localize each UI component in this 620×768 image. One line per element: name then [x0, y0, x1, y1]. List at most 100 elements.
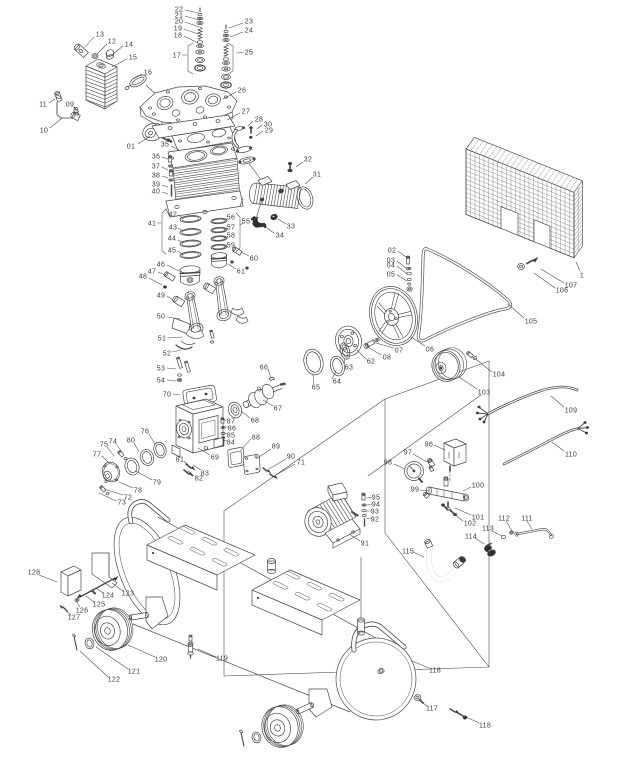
leader-line-09 [73, 106, 80, 113]
part-label-91: 91 [361, 541, 369, 548]
valve-plate [151, 114, 236, 139]
part-label-106: 106 [556, 288, 569, 295]
part-label-41: 41 [148, 221, 156, 228]
part-label-03: 03 [387, 258, 395, 265]
leader-line-29 [255, 130, 264, 137]
leader-line-14 [111, 45, 124, 56]
part-label-92: 92 [371, 517, 379, 524]
part-label-64: 64 [333, 379, 341, 386]
leader-line-45 [177, 250, 184, 256]
part-label-115: 115 [402, 549, 414, 556]
outlet-pipe [501, 528, 554, 540]
cable-109 [475, 385, 579, 424]
part-label-105: 105 [525, 319, 538, 326]
part-label-88: 88 [252, 435, 260, 442]
leader-line-73 [98, 492, 117, 502]
part-label-18: 18 [174, 33, 182, 40]
leader-line-97 [412, 453, 428, 463]
tank [113, 499, 417, 721]
tank-screws [449, 708, 468, 720]
part-label-127: 127 [68, 615, 81, 622]
valve-stack-left [194, 7, 206, 72]
part-label-27: 27 [242, 109, 250, 116]
leader-line-27 [226, 112, 241, 121]
part-label-1: 1 [580, 273, 584, 280]
leader-line-112 [505, 520, 513, 532]
leader-line-1 [575, 261, 581, 272]
part-label-121: 121 [128, 669, 141, 676]
part-label-29: 29 [265, 128, 273, 135]
leader-line-67 [262, 399, 274, 407]
part-label-123: 123 [122, 591, 135, 598]
leader-line-115 [412, 551, 425, 558]
part-label-23: 23 [245, 19, 253, 26]
part-label-73: 73 [118, 500, 126, 507]
part-label-66: 66 [260, 365, 268, 372]
part-label-37: 37 [152, 164, 160, 171]
leader-line-91 [348, 533, 361, 542]
leader-line-34 [263, 225, 275, 234]
leader-line-125 [85, 595, 95, 603]
part-label-118: 118 [479, 723, 491, 730]
part-label-117: 117 [426, 706, 438, 713]
part-label-110: 110 [565, 452, 577, 459]
leader-line-119 [197, 648, 217, 658]
wheel-front [239, 704, 304, 748]
part-label-13: 13 [96, 32, 104, 39]
part-label-15: 15 [129, 55, 137, 62]
part-label-16: 16 [144, 70, 152, 77]
part-label-93: 93 [371, 509, 379, 516]
leader-line-71 [275, 463, 296, 476]
leader-line-25 [236, 51, 245, 54]
part-label-113: 113 [482, 526, 494, 533]
part-label-50: 50 [157, 314, 165, 321]
leader-line-60 [240, 251, 250, 257]
leader-line-114 [474, 537, 485, 545]
cooler-elbow [251, 213, 278, 229]
part-label-86: 86 [228, 426, 236, 433]
belt [416, 247, 512, 343]
part-label-39: 39 [152, 182, 160, 189]
part-label-75: 75 [100, 442, 108, 449]
leader-line-82 [187, 470, 195, 477]
part-label-99: 99 [411, 487, 419, 494]
crankcase [171, 398, 225, 458]
leader-line-33 [277, 218, 287, 225]
leader-line-41 [161, 208, 167, 255]
leader-line-53 [166, 367, 177, 370]
leader-line-118 [463, 715, 480, 724]
leader-line-70 [172, 393, 181, 396]
unloader-tube [231, 125, 263, 182]
reducer-fitting [427, 458, 436, 473]
leader-line-37 [161, 166, 169, 171]
part-label-09: 09 [66, 102, 74, 109]
part-label-57: 57 [227, 225, 235, 232]
leader-line-07 [375, 342, 395, 349]
leader-line-32 [295, 161, 304, 168]
leader-line-106 [533, 272, 556, 289]
leader-line-85 [223, 432, 228, 435]
leader-line-79 [135, 470, 153, 481]
leader-line-77 [101, 455, 111, 465]
part-label-47: 47 [148, 269, 156, 276]
leader-line-10 [49, 117, 63, 129]
leader-line-47 [157, 271, 166, 276]
leader-line-39 [161, 184, 169, 188]
leader-line-02 [397, 250, 407, 258]
part-label-32: 32 [304, 157, 312, 164]
leader-line-56 [223, 218, 228, 221]
part-label-69: 69 [211, 455, 219, 462]
leader-line-98 [393, 463, 406, 470]
belt-guard [465, 137, 583, 270]
leader-line-66 [267, 368, 272, 379]
part-label-36: 36 [152, 154, 160, 161]
leader-line-83 [192, 464, 202, 471]
part-label-21: 21 [175, 13, 183, 20]
part-label-11: 11 [39, 102, 47, 109]
safety-valve [441, 503, 457, 517]
part-label-95: 95 [372, 495, 380, 502]
part-label-22: 22 [175, 7, 183, 14]
